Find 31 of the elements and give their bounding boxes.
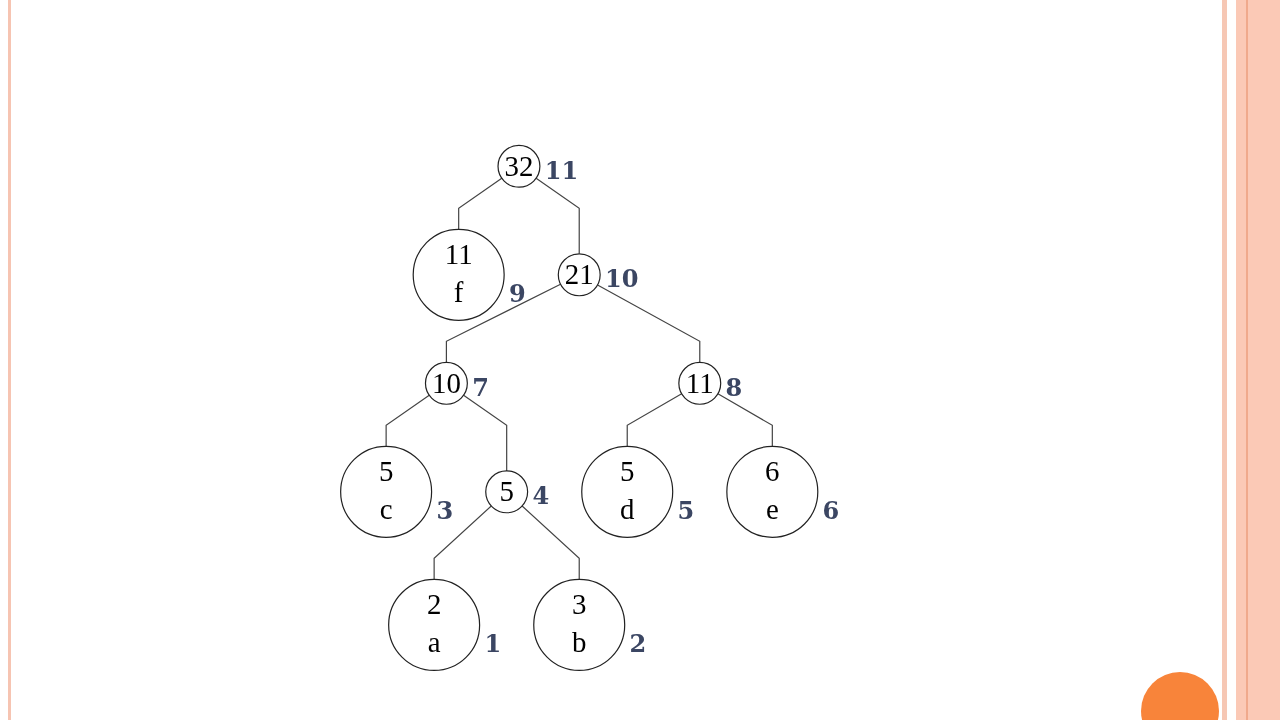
- node-circle: 21: [557, 253, 601, 297]
- order-number: 7: [472, 372, 489, 402]
- node-circle: 10: [424, 361, 468, 405]
- order-number: 11: [544, 155, 579, 185]
- node-circle: 32: [497, 144, 541, 188]
- node-circle: 2 a: [388, 578, 481, 671]
- node-circle: 5 c: [340, 445, 433, 538]
- connector: [458, 177, 503, 230]
- node-circle: 11 f: [412, 228, 505, 321]
- node-circle: 3 b: [533, 578, 626, 671]
- connector: [626, 393, 683, 447]
- node-circle: 5 d: [581, 445, 674, 538]
- connector: [462, 394, 508, 472]
- order-number: 3: [436, 496, 454, 526]
- order-number: 1: [484, 629, 502, 659]
- order-number: 2: [629, 629, 647, 659]
- node-circle: 5: [485, 470, 529, 514]
- order-number: 8: [725, 372, 743, 402]
- connector: [445, 283, 562, 363]
- node-circle: 11: [678, 361, 722, 405]
- connector: [433, 505, 492, 580]
- connector: [717, 393, 773, 447]
- connector: [521, 505, 580, 580]
- order-number: 5: [677, 496, 695, 526]
- order-number: 4: [532, 481, 550, 511]
- order-number: 9: [508, 279, 526, 309]
- node-circle: 6 e: [726, 445, 819, 538]
- order-number: 10: [604, 264, 639, 294]
- connector: [535, 177, 580, 255]
- order-number: 6: [822, 496, 840, 526]
- connector: [385, 394, 430, 447]
